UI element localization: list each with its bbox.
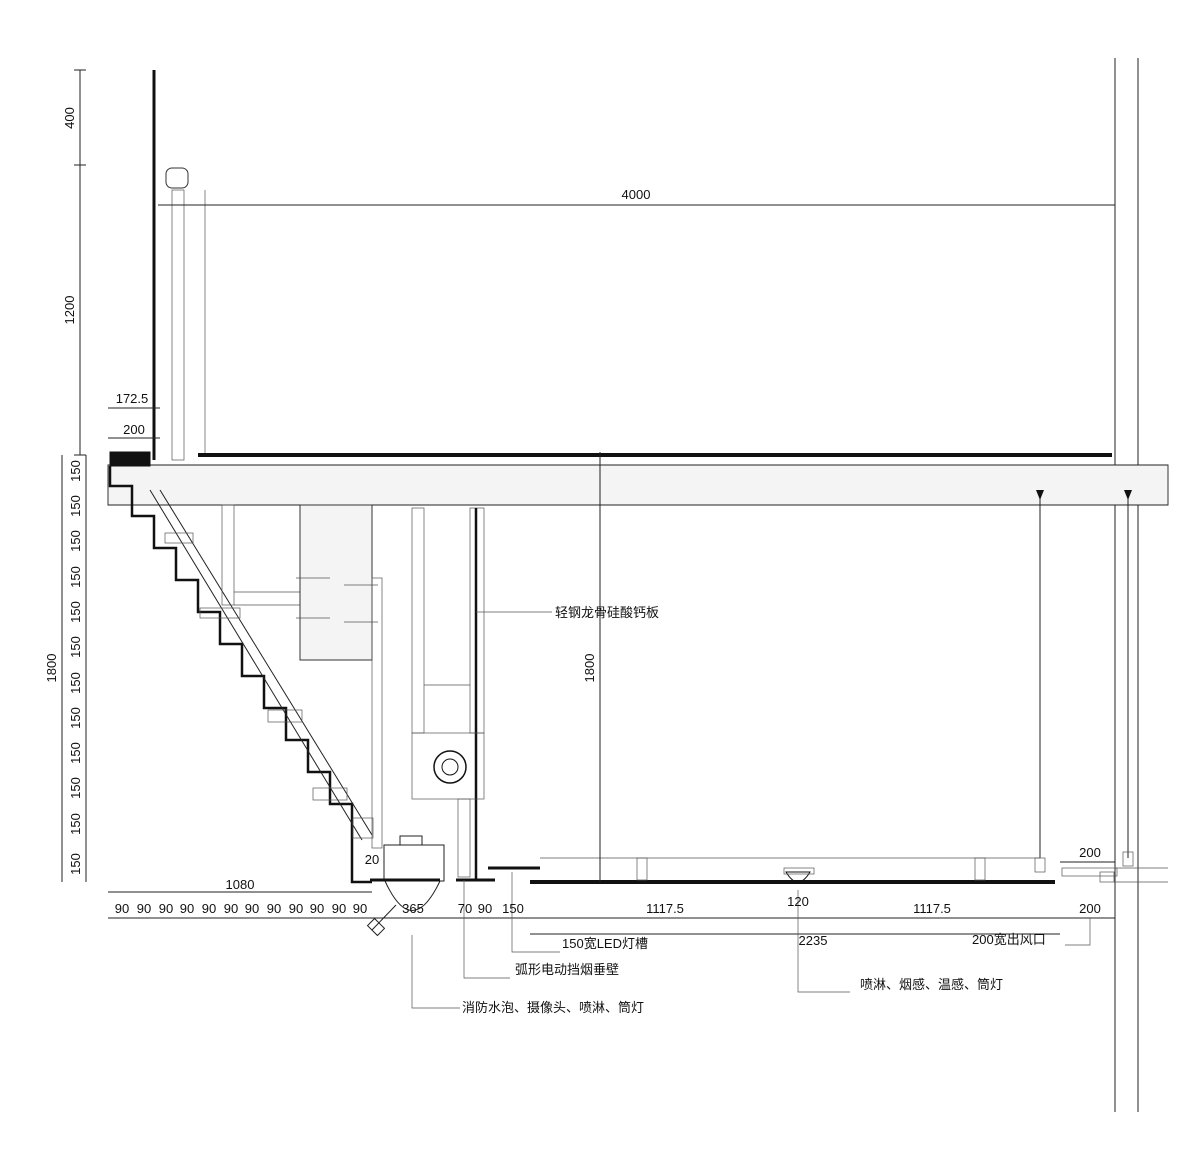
riser-label: 150 [68, 853, 83, 875]
tread-label: 90 [310, 901, 324, 916]
ceiling-hangers [636, 490, 1134, 881]
tread-label: 90 [202, 901, 216, 916]
partition-wall [411, 507, 485, 880]
dim-200-left: 200 [123, 422, 145, 437]
slab-edge [109, 451, 151, 467]
riser-label: 150 [68, 672, 83, 694]
stair-profile [108, 466, 372, 884]
riser-label: 150 [68, 636, 83, 658]
riser-label: 150 [68, 530, 83, 552]
riser-label: 150 [68, 777, 83, 799]
dim-400: 400 [62, 107, 77, 129]
tread-label: 90 [224, 901, 238, 916]
tread-label: 90 [115, 901, 129, 916]
dim-overall-1800: 1800 [44, 654, 59, 683]
dim-4000: 4000 [622, 187, 651, 202]
dim-interior-1800: 1800 [582, 654, 597, 683]
riser-label: 150 [68, 742, 83, 764]
dim-90: 90 [478, 901, 492, 916]
tread-label: 90 [137, 901, 151, 916]
note-ceiling-devices: 喷淋、烟感、温感、筒灯 [860, 977, 1003, 992]
smoke-screen-motor [411, 732, 485, 878]
dim-200-right-top: 200 [1079, 845, 1101, 860]
dim-365: 365 [402, 901, 424, 916]
tread-label: 90 [159, 901, 173, 916]
railing-post [171, 189, 185, 461]
dim-1117-5-right: 1117.5 [913, 901, 951, 916]
note-fire-bubble: 消防水泡、摄像头、喷淋、筒灯 [462, 1000, 644, 1015]
dim-70: 70 [458, 901, 472, 916]
riser-label: 150 [68, 566, 83, 588]
dim-150: 150 [502, 901, 524, 916]
dim-2235: 2235 [799, 933, 828, 948]
sprinkler-device [785, 871, 811, 883]
stair-brackets [164, 532, 374, 839]
concrete-slab [107, 464, 1169, 506]
dim-20: 20 [365, 852, 379, 867]
tread-label: 90 [289, 901, 303, 916]
note-partition: 轻钢龙骨硅酸钙板 [555, 605, 659, 620]
riser-label: 150 [68, 707, 83, 729]
dim-1117-5-left: 1117.5 [646, 901, 684, 916]
tread-label: 90 [332, 901, 346, 916]
note-led-slot: 150宽LED灯槽 [562, 936, 648, 951]
stair-soffit [159, 489, 373, 836]
tread-label: 90 [267, 901, 281, 916]
air-vent [1061, 867, 1118, 877]
dim-172-5: 172.5 [116, 391, 149, 406]
fire-water-cannon [366, 835, 445, 937]
riser-label: 150 [68, 601, 83, 623]
note-smoke-screen: 弧形电动挡烟垂壁 [515, 962, 619, 977]
riser-label: 150 [68, 495, 83, 517]
steel-frame [221, 504, 383, 849]
tread-label: 90 [353, 901, 367, 916]
dim-1080: 1080 [226, 877, 255, 892]
tread-label: 90 [245, 901, 259, 916]
note-vent: 200宽出风口 [972, 932, 1046, 947]
riser-label: 150 [68, 813, 83, 835]
dim-1200: 1200 [62, 296, 77, 325]
dim-120: 120 [787, 894, 809, 909]
handrail-profile [165, 167, 189, 189]
riser-label: 150 [68, 460, 83, 482]
dim-200-bottom: 200 [1079, 901, 1101, 916]
tread-label: 90 [180, 901, 194, 916]
